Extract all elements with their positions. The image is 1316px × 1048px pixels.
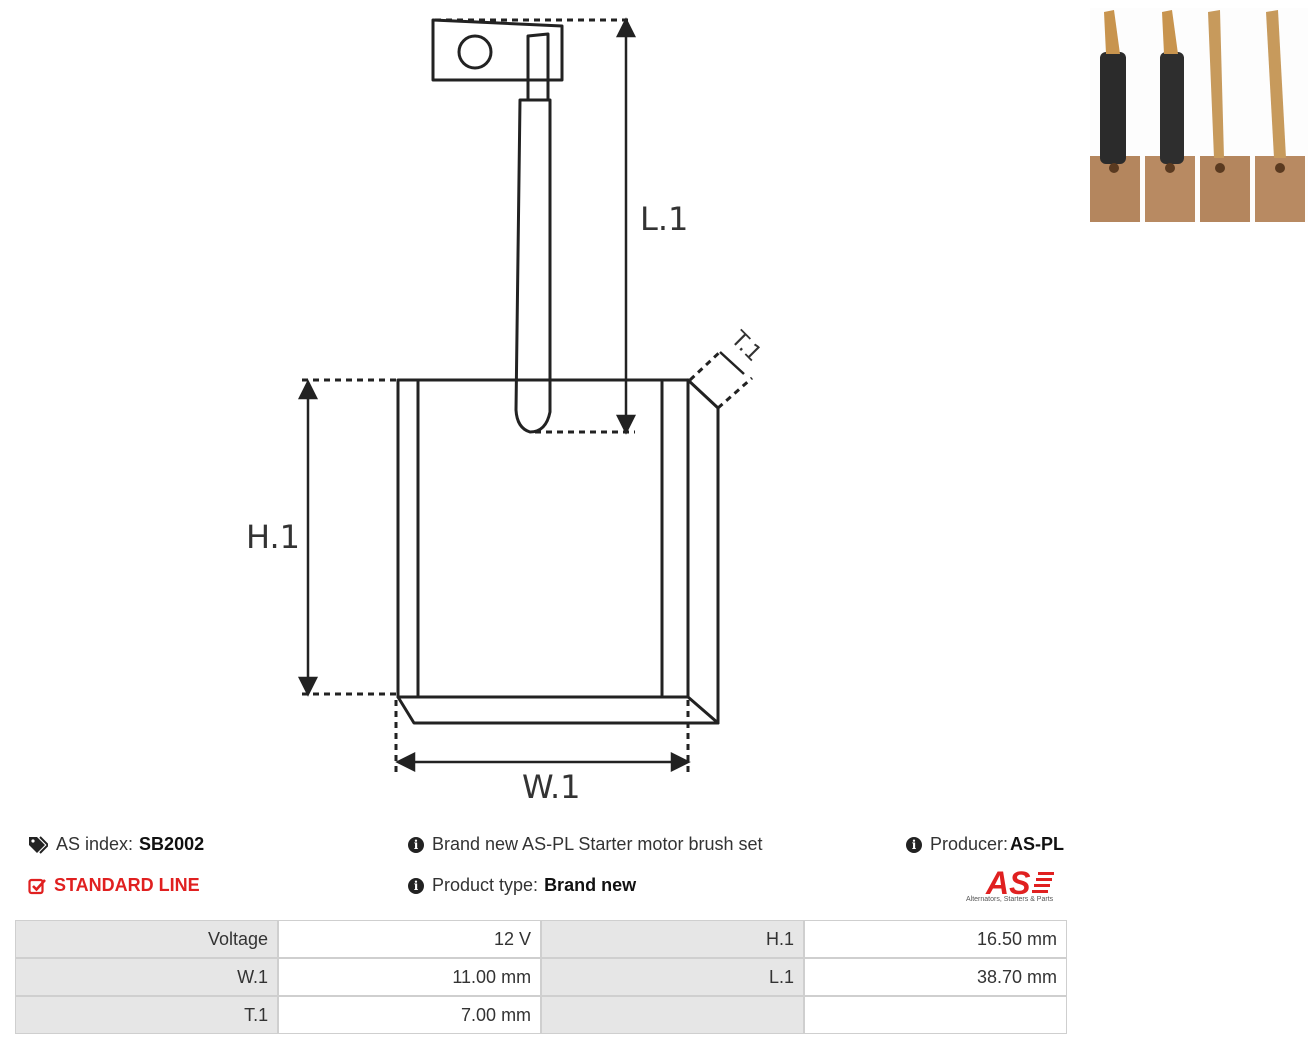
standard-line-text: STANDARD LINE (54, 875, 200, 895)
spec-value: 11.00 mm (278, 958, 542, 996)
as-index-value: SB2002 (139, 834, 205, 854)
product-type-value: Brand new (544, 875, 637, 895)
spec-label (541, 996, 804, 1034)
tags-icon (29, 835, 48, 854)
spec-label: L.1 (541, 958, 804, 996)
info-circle-icon: i (408, 836, 424, 853)
description-text: Brand new AS-PL Starter motor brush set (432, 834, 763, 854)
brush-block-bottom (396, 695, 720, 725)
check-square-icon (28, 878, 46, 894)
spec-value: 16.50 mm (803, 920, 1067, 958)
brush-terminal (431, 18, 564, 82)
terminal-hole (457, 34, 493, 70)
as-pl-logo: AS (985, 865, 1054, 901)
description: i Brand new AS-PL Starter motor brush se… (408, 834, 763, 855)
as-index: AS index: SB2002 (28, 834, 204, 855)
spec-label: H.1 (541, 920, 804, 958)
info-circle-icon: i (906, 836, 922, 853)
spec-value (803, 996, 1067, 1034)
product-type: i Product type: Brand new (408, 875, 636, 896)
product-photo (1090, 8, 1308, 222)
brush-block-side (686, 378, 720, 725)
producer-label: Producer: (930, 834, 1009, 854)
table-row: W.1 11.00 mm L.1 38.70 mm (15, 958, 1067, 996)
spec-label: Voltage (15, 920, 279, 958)
as-index-label: AS index: (56, 834, 134, 854)
l1-label: L.1 (640, 200, 688, 238)
spec-value: 12 V (278, 920, 542, 958)
logo-tagline: Alternators, Starters & Parts (966, 896, 1054, 903)
spec-value: 7.00 mm (278, 996, 542, 1034)
producer: i Producer: AS-PL (906, 834, 1064, 855)
spec-label: T.1 (15, 996, 279, 1034)
w1-label: W.1 (522, 768, 581, 806)
product-type-label: Product type: (432, 875, 539, 895)
technical-drawing: L.1 H.1 W.1 T.1 (246, 17, 766, 806)
svg-text:AS: AS (985, 865, 1031, 901)
info-circle-icon: i (408, 877, 424, 894)
spec-value: 38.70 mm (803, 958, 1067, 996)
spec-label: W.1 (15, 958, 279, 996)
spec-table: Voltage 12 V H.1 16.50 mm W.1 11.00 mm L… (15, 920, 1067, 1034)
brush-lead-wire (514, 98, 552, 434)
standard-line-badge: STANDARD LINE (28, 875, 200, 896)
table-row: T.1 7.00 mm (15, 996, 1067, 1034)
table-row: Voltage 12 V H.1 16.50 mm (15, 920, 1067, 958)
producer-value: AS-PL (1010, 834, 1065, 854)
h1-label: H.1 (246, 518, 300, 556)
